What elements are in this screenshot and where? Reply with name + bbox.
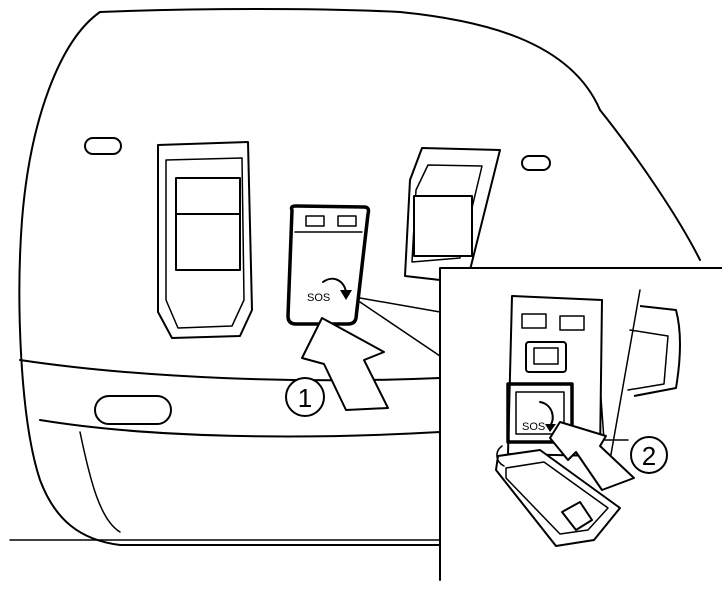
cover-latch [525,341,567,373]
inset-vent-right [559,315,585,331]
lamp-slot [94,395,172,425]
sos-label-inset: SOS [522,421,545,433]
sos-button: SOS [506,382,574,444]
step-number-1: 1 [298,383,312,413]
cover-tab [561,501,593,531]
inset-press-arc-icon [539,401,554,427]
callout-line-bottom [359,301,441,357]
inset-vent-left [521,313,547,329]
step-marker-1: 1 [285,377,325,417]
indicator-left [84,137,122,155]
cover-vent-right [337,215,357,227]
callout-line-top [359,297,441,313]
left-switch [157,141,253,339]
overhead-console [9,8,701,546]
sos-housing-open: SOS [506,295,603,457]
indicator-right [521,155,551,171]
step-number-2: 2 [642,441,656,471]
right-switch-rocker [413,195,473,257]
sos-label-main: SOS [307,292,330,304]
hinged-cover-open [495,445,621,547]
sos-cover-closed: SOS [286,204,371,326]
push-arrow-2 [549,421,635,491]
left-switch-rocker-top [175,177,241,215]
left-switch-rocker-bottom [175,213,241,271]
push-arrow-1 [301,317,389,411]
right-switch [404,147,501,281]
step-marker-2: 2 [630,436,668,474]
cover-vent-left [305,215,325,227]
